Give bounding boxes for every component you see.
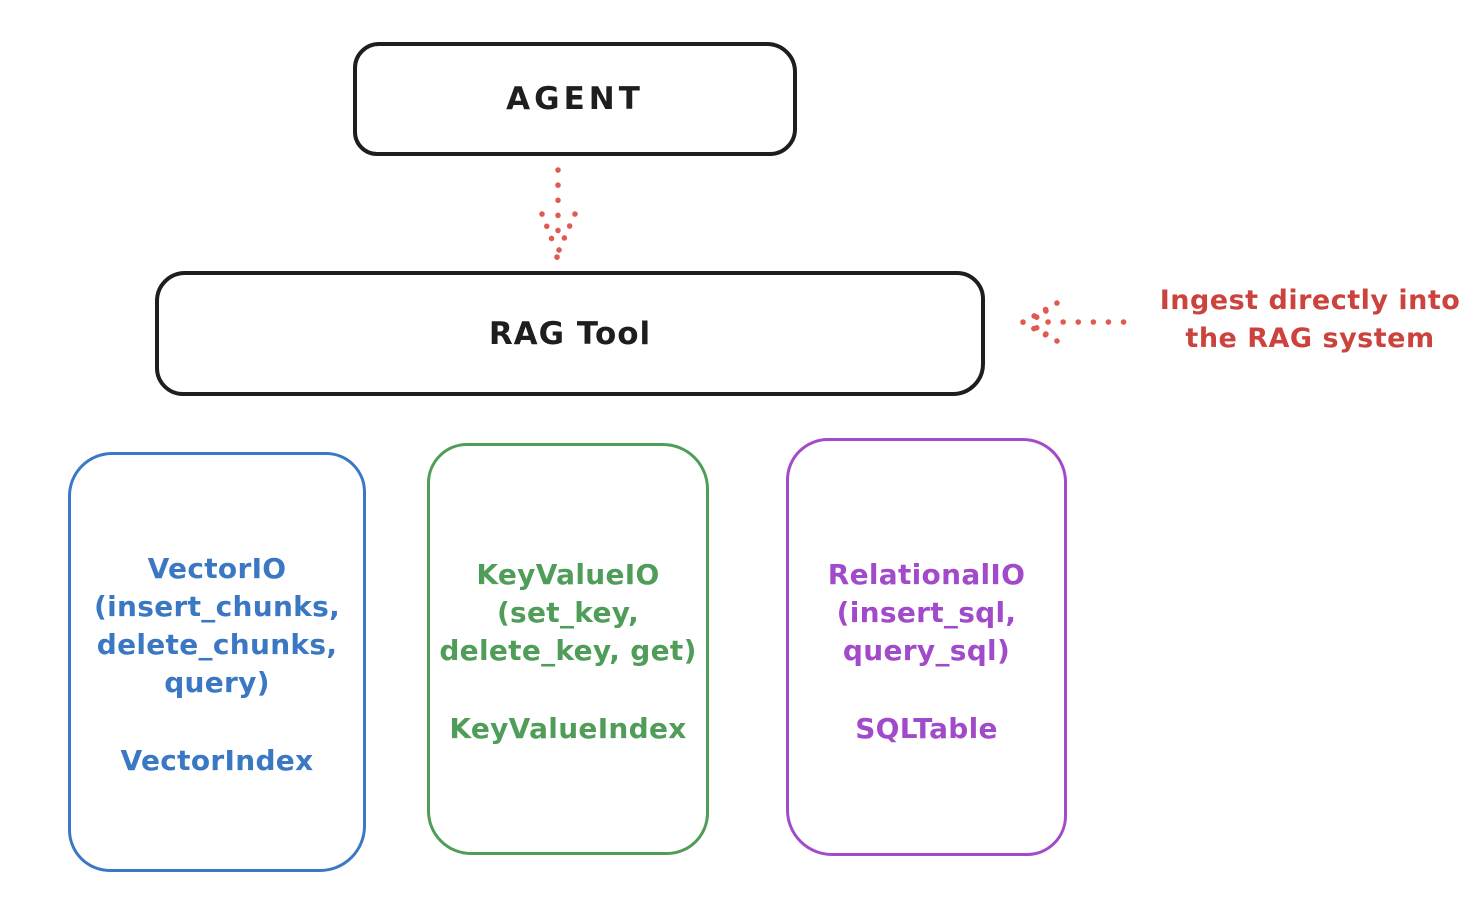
rag-tool-node: RAG Tool	[155, 271, 985, 396]
storage-footer-label: SQLTable	[855, 712, 998, 745]
storage-line: (set_key,	[496, 596, 640, 629]
arrow-annotation-to-ragtool	[1020, 300, 1139, 344]
ingest-annotation-line2: the RAG system	[1185, 323, 1435, 354]
storage-footer-label: KeyValueIndex	[449, 712, 687, 745]
storage-line: delete_key, get)	[439, 634, 697, 667]
storage-line: query_sql)	[842, 634, 1011, 667]
arrow-agent-to-ragtool	[539, 167, 578, 260]
storage-line: (insert_sql,	[836, 596, 1017, 629]
storage-node-relational-io: RelationalIO (insert_sql, query_sql) SQL…	[786, 438, 1067, 856]
storage-line: RelationalIO	[827, 558, 1026, 591]
storage-line: KeyValueIO	[476, 558, 660, 591]
rag-tool-node-label: RAG Tool	[488, 315, 652, 352]
ingest-annotation: Ingest directly into the RAG system	[1142, 282, 1478, 358]
storage-line: (insert_chunks,	[94, 590, 340, 623]
storage-node-keyvalue-io: KeyValueIO (set_key, delete_key, get) Ke…	[427, 443, 709, 855]
storage-footer-label: VectorIndex	[120, 744, 314, 777]
storage-node-vector-io: VectorIO (insert_chunks, delete_chunks, …	[68, 452, 366, 872]
storage-line: query)	[164, 666, 270, 699]
agent-node: AGENT	[353, 42, 797, 156]
agent-node-label: AGENT	[506, 81, 644, 117]
storage-line: VectorIO	[147, 552, 287, 585]
ingest-annotation-line1: Ingest directly into	[1159, 285, 1461, 316]
storage-line: delete_chunks,	[96, 628, 338, 661]
